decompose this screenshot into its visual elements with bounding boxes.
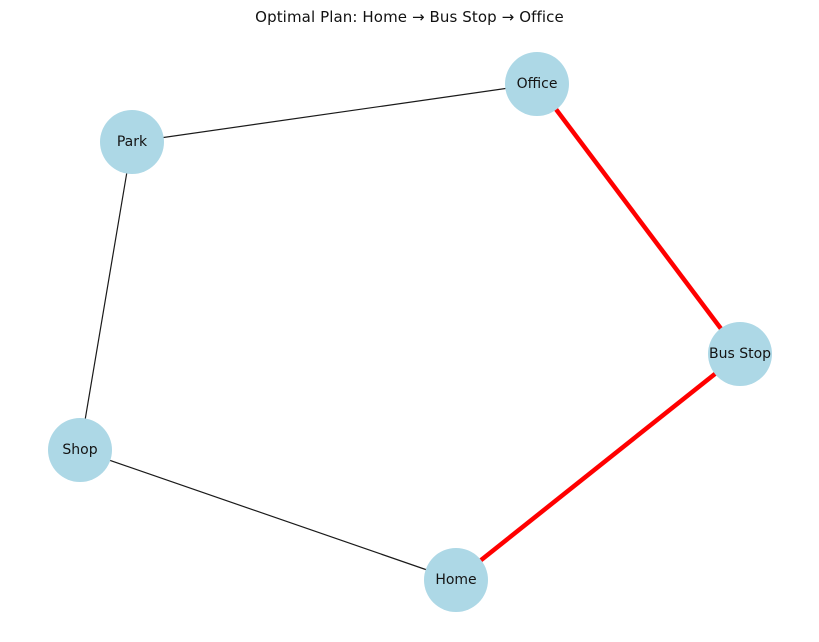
graph-node[interactable]: Park — [100, 110, 164, 174]
graph-edge-highlighted — [454, 352, 742, 582]
node-label-park: Park — [117, 134, 148, 150]
graph-edge — [79, 141, 133, 451]
node-circle-bus-stop[interactable] — [708, 322, 772, 386]
graph-edge-highlighted — [535, 82, 742, 356]
graph-edge — [131, 83, 538, 143]
graph-node[interactable]: Bus Stop — [708, 322, 772, 386]
graph-node[interactable]: Shop — [48, 418, 112, 482]
node-label-office: Office — [517, 76, 558, 92]
page-title: Optimal Plan: Home → Bus Stop → Office — [255, 8, 564, 26]
node-circle-park[interactable] — [100, 110, 164, 174]
node-circle-home[interactable] — [424, 548, 488, 612]
node-label-bus-stop: Bus Stop — [709, 346, 771, 362]
edges-layer — [79, 82, 742, 582]
graph-node[interactable]: Home — [424, 548, 488, 612]
node-circle-shop[interactable] — [48, 418, 112, 482]
node-label-shop: Shop — [62, 442, 97, 458]
node-circle-office[interactable] — [505, 52, 569, 116]
node-label-home: Home — [435, 572, 476, 588]
graph-node[interactable]: Office — [505, 52, 569, 116]
graph-edge — [79, 449, 457, 581]
